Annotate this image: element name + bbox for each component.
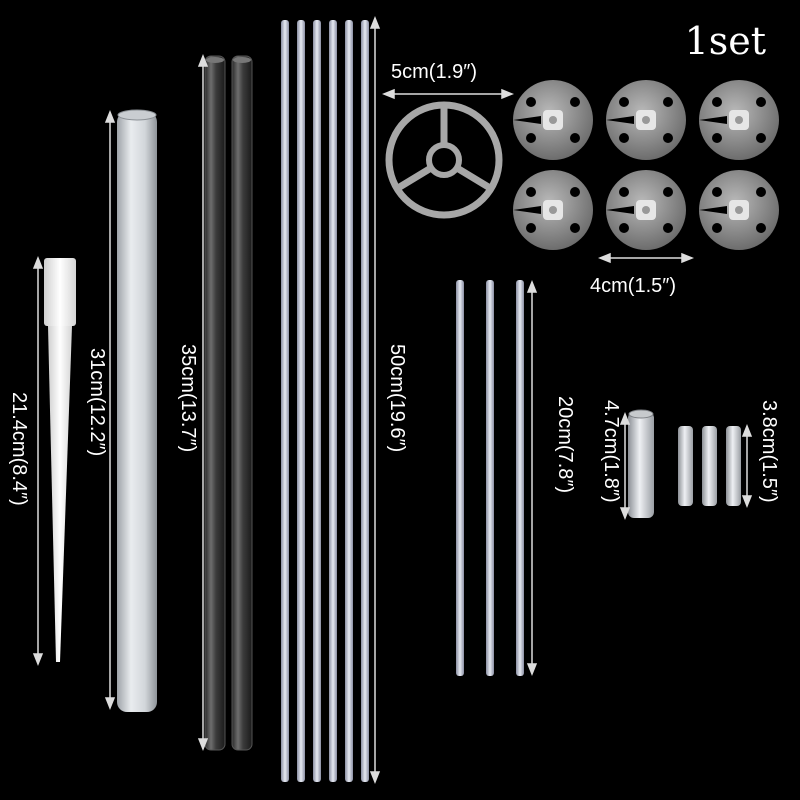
dark-rod-dimension-arrow [197,53,209,752]
ring-holder [385,101,503,219]
balloon-clips [513,80,779,250]
ring-dimension-arrow [381,88,515,100]
dark-rod-length-label: 35cm(13.7″) [177,344,199,453]
tube-dimension-arrow [104,109,116,711]
small-connectors [678,426,741,506]
cone-dimension-arrow [32,255,44,667]
big-connector-length-label: 4.7cm(1.8″) [600,400,622,503]
cone-cup [44,258,76,662]
dark-rods [204,55,253,751]
long-rod-dimension-arrow [369,15,381,785]
wide-tube [117,109,157,712]
clip-dimension-arrow [597,252,695,264]
long-rod-length-label: 50cm(19.6″) [386,344,408,453]
small-connector-length-label: 3.8cm(1.5″) [758,400,780,503]
tube-length-label: 31cm(12.2″) [86,348,108,457]
long-rods [281,20,369,782]
big-connector [628,409,654,518]
big-connector-dimension-arrow [619,411,631,521]
short-rods [456,280,524,676]
clip-size-label: 4cm(1.5″) [590,275,676,297]
cone-length-label: 21.4cm(8.4″) [8,392,30,506]
short-rod-dimension-arrow [526,279,538,677]
small-connector-dimension-arrow [741,423,753,509]
short-rod-length-label: 20cm(7.8″) [554,396,576,494]
set-title: 1set [684,19,766,63]
ring-size-label: 5cm(1.9″) [391,61,477,83]
